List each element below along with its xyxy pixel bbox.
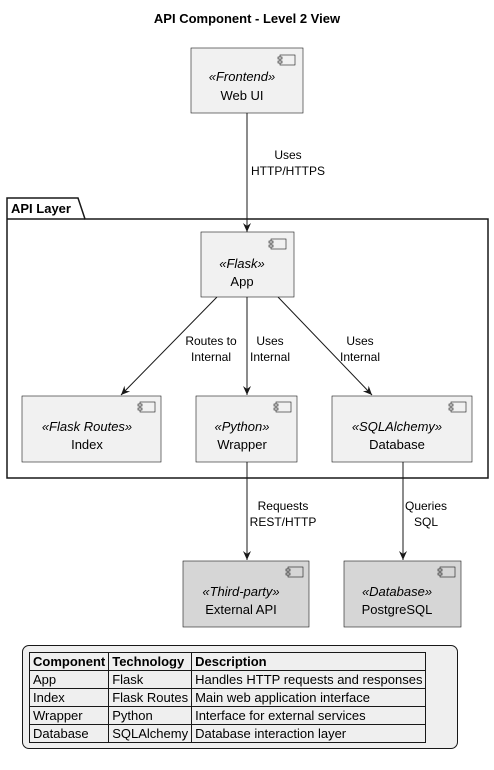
component-index: «Flask Routes» Index	[21, 395, 162, 463]
component-postgresql: «Database» PostgreSQL	[343, 560, 462, 628]
component-icon	[273, 401, 292, 413]
edge-label-line1: Routes to	[185, 334, 237, 348]
legend-header-cell: Component	[28, 652, 110, 671]
legend-row: App Flask Handles HTTP requests and resp…	[28, 670, 427, 689]
component-stereotype: «Flask»	[219, 256, 265, 271]
edge-label-line2: Internal	[340, 350, 380, 364]
legend-cell: App	[28, 670, 110, 689]
component-name: Database	[369, 437, 425, 452]
edge-label-line2: HTTP/HTTPS	[251, 164, 325, 178]
component-stereotype: «Third-party»	[202, 584, 279, 599]
legend-header-cell: Technology	[108, 652, 193, 671]
component-diagram: API Layer Uses HTTP/HTTPS Routes to Inte…	[6, 47, 489, 628]
edge-label-line2: REST/HTTP	[250, 515, 317, 529]
component-stereotype: «Flask Routes»	[42, 419, 132, 434]
edge-label-line2: Internal	[191, 350, 231, 364]
legend-cell: Python	[108, 706, 193, 725]
edge-label-line1: Requests	[258, 499, 309, 513]
component-external-api: «Third-party» External API	[182, 560, 310, 628]
legend-table: Component Technology Description App Fla…	[28, 652, 427, 743]
component-stereotype: «SQLAlchemy»	[352, 419, 442, 434]
component-name: Index	[71, 437, 103, 452]
component-name: External API	[205, 602, 277, 617]
edge-label-line1: Uses	[346, 334, 373, 348]
legend-box: Component Technology Description App Fla…	[22, 645, 458, 749]
legend-row: Wrapper Python Interface for external se…	[28, 706, 427, 725]
component-app: «Flask» App	[200, 231, 295, 298]
legend-cell: Database	[28, 724, 110, 743]
legend-cell: Wrapper	[28, 706, 110, 725]
component-icon	[137, 401, 156, 413]
edge-app-index: Routes to Internal	[120, 296, 237, 396]
edge-label-line1: Uses	[274, 148, 301, 162]
legend-cell: Index	[28, 688, 110, 707]
edge-database-postgres: Queries SQL	[399, 462, 447, 560]
edge-app-database: Uses Internal	[277, 296, 380, 396]
edge-wrapper-external: Requests REST/HTTP	[243, 462, 317, 560]
diagram-title: API Component - Level 2 View	[153, 11, 341, 26]
legend-cell: Handles HTTP requests and responses	[191, 670, 427, 689]
legend-row: Index Flask Routes Main web application …	[28, 688, 427, 707]
component-icon	[277, 54, 296, 66]
component-icon	[268, 238, 287, 250]
component-icon	[437, 566, 456, 578]
legend-row: Database SQLAlchemy Database interaction…	[28, 724, 427, 743]
legend-cell: Main web application interface	[191, 688, 427, 707]
legend-cell: SQLAlchemy	[108, 724, 193, 743]
component-name: PostgreSQL	[362, 602, 433, 617]
component-wrapper: «Python» Wrapper	[195, 395, 298, 463]
package-label: API Layer	[11, 201, 71, 216]
component-web-ui: «Frontend» Web UI	[190, 47, 304, 114]
edge-label-line1: Queries	[405, 499, 447, 513]
component-stereotype: «Database»	[362, 584, 432, 599]
edge-label-line2: Internal	[250, 350, 290, 364]
component-stereotype: «Frontend»	[209, 69, 276, 84]
legend-cell: Flask	[108, 670, 193, 689]
legend-cell: Flask Routes	[108, 688, 193, 707]
component-database: «SQLAlchemy» Database	[331, 395, 473, 463]
legend-header-row: Component Technology Description	[28, 652, 427, 671]
legend-cell: Interface for external services	[191, 706, 427, 725]
legend-cell: Database interaction layer	[191, 724, 427, 743]
component-icon	[285, 566, 304, 578]
edge-app-wrapper: Uses Internal	[243, 297, 290, 395]
component-name: Wrapper	[217, 437, 267, 452]
component-stereotype: «Python»	[215, 419, 270, 434]
component-icon	[448, 401, 467, 413]
legend-header-cell: Description	[191, 652, 427, 671]
component-name: Web UI	[220, 88, 263, 103]
component-name: App	[230, 274, 253, 289]
edge-webui-app: Uses HTTP/HTTPS	[243, 113, 325, 232]
edge-label-line1: Uses	[256, 334, 283, 348]
edge-label-line2: SQL	[414, 515, 438, 529]
